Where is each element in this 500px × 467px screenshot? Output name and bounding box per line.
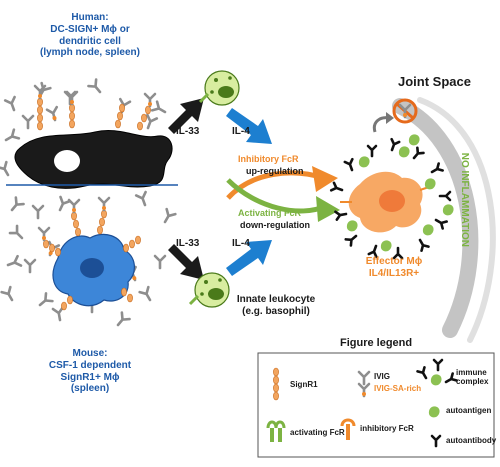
human-label: Human: DC-SIGN+ Mϕ or dendritic cell (ly…: [30, 12, 150, 59]
legend-autoantibody: autoantibody: [446, 436, 497, 445]
leukocyte-bottom: [188, 272, 230, 308]
joint-space-title: Joint Space: [398, 74, 471, 89]
il33-bottom-label: IL-33: [176, 238, 200, 249]
legend-immune-complex: immune complex: [456, 368, 488, 387]
no-entry-icon: [392, 98, 418, 124]
innate-leukocyte-label: Innate leukocyte (e.g. basophil): [228, 294, 324, 318]
human-label-line4: (lymph node, spleen): [39, 47, 140, 59]
il33-arrow-top: [168, 98, 204, 134]
human-label-line3: dendritic cell: [59, 35, 121, 47]
il4-arrow-bottom: [226, 240, 272, 276]
joint-space-arc: [392, 97, 496, 343]
il33-top-label: IL-33: [176, 126, 200, 137]
legend-title: Figure legend: [340, 337, 413, 349]
legend-immune-complex-line2: complex: [456, 377, 489, 387]
human-label-line2: DC-SIGN+ Mϕ or: [50, 23, 130, 35]
il4-top-label: IL-4: [232, 126, 250, 137]
activating-fcr-sub: down-regulation: [240, 220, 310, 230]
inhibitory-fcr-title: Inhibitory FcR: [238, 154, 299, 164]
effector-line1: Effector Mϕ: [365, 256, 423, 267]
legend-signr1: SignR1: [290, 380, 318, 389]
signr1-stalks-human: [33, 84, 157, 131]
effector-macrophage: [340, 171, 433, 233]
human-label-line1: Human:: [71, 12, 109, 23]
mouse-label-line4: (spleen): [70, 383, 110, 395]
inhibitory-fcr-sub: up-regulation: [246, 166, 304, 176]
il4-bottom-label: IL-4: [232, 238, 250, 249]
legend-autoantigen: autoantigen: [446, 406, 492, 415]
innate-leukocyte-line2: (e.g. basophil): [242, 305, 310, 317]
il33-arrow-bottom: [168, 244, 204, 280]
legend-activating-fcr: activating FcR: [290, 428, 345, 437]
leukocyte-top: [198, 70, 240, 106]
activating-fcr-arrow: [226, 178, 340, 222]
activating-fcr-title: Activating FcR: [238, 208, 302, 218]
legend-activating-fcr-icon: [266, 420, 286, 442]
mouse-label-line2: CSF-1 dependent: [48, 359, 132, 371]
legend-box: [257, 352, 495, 458]
legend-ivig: IVIG: [374, 372, 391, 381]
legend-ivig-sa: IVIG-SA-rich: [374, 384, 422, 393]
legend-inhibitory-fcr-icon: [340, 418, 356, 440]
effector-label: Effector Mϕ IL4/IL13R+: [354, 256, 434, 280]
mouse-label: Mouse: CSF-1 dependent SignR1+ Mϕ (splee…: [30, 348, 150, 395]
no-inflammation-label: NO INFLAMMATION: [458, 152, 470, 248]
legend-inhibitory-fcr: inhibitory FcR: [360, 424, 414, 433]
mouse-macrophage: [37, 196, 141, 311]
human-macrophage: [14, 84, 173, 189]
legend-immune-complex-line1: immune: [456, 368, 487, 377]
innate-leukocyte-line1: Innate leukocyte: [236, 294, 316, 305]
mouse-label-line3: SignR1+ Mϕ: [60, 371, 120, 383]
il4-arrow-top: [226, 108, 272, 144]
mouse-label-line1: Mouse:: [72, 348, 108, 359]
effector-line2: IL4/IL13R+: [368, 267, 420, 279]
